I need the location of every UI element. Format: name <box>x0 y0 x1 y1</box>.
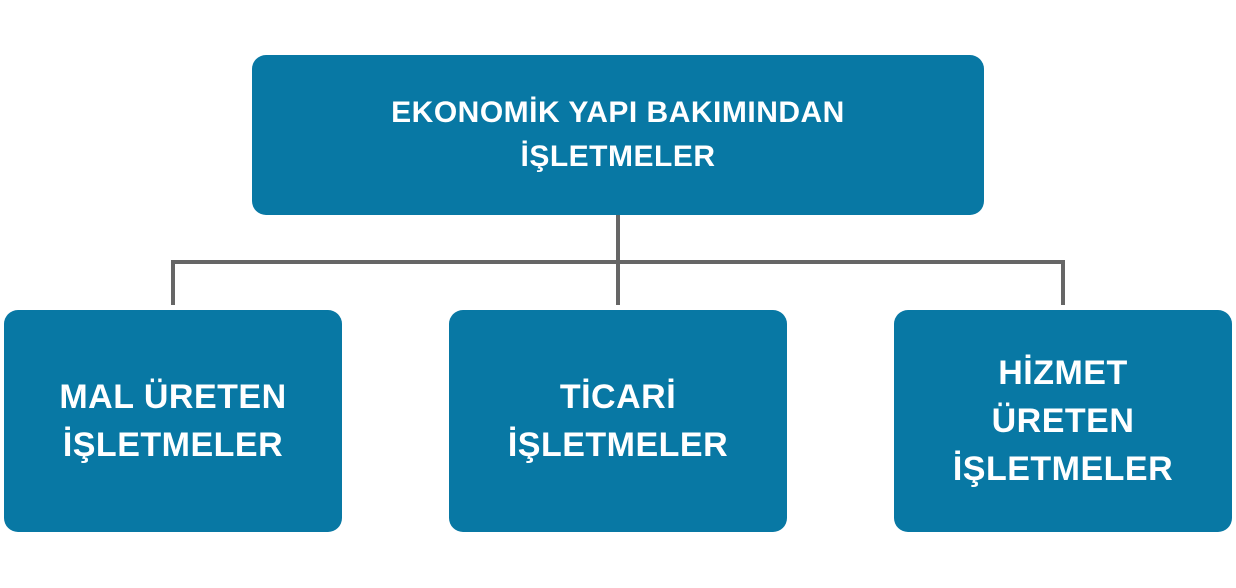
child-node-mal-ureten: MAL ÜRETEN İŞLETMELER <box>4 310 342 532</box>
child-node-ticari: TİCARİ İŞLETMELER <box>449 310 787 532</box>
child-node-hizmet-ureten: HİZMET ÜRETEN İŞLETMELER <box>894 310 1232 532</box>
child-node-label: HİZMET ÜRETEN İŞLETMELER <box>952 354 1174 488</box>
root-node-label: EKONOMİK YAPI BAKIMINDAN İŞLETMELER <box>391 96 845 173</box>
root-node: EKONOMİK YAPI BAKIMINDAN İŞLETMELER <box>252 55 984 215</box>
child-node-label: MAL ÜRETEN İŞLETMELER <box>59 378 287 464</box>
child-node-label: TİCARİ İŞLETMELER <box>507 378 729 464</box>
